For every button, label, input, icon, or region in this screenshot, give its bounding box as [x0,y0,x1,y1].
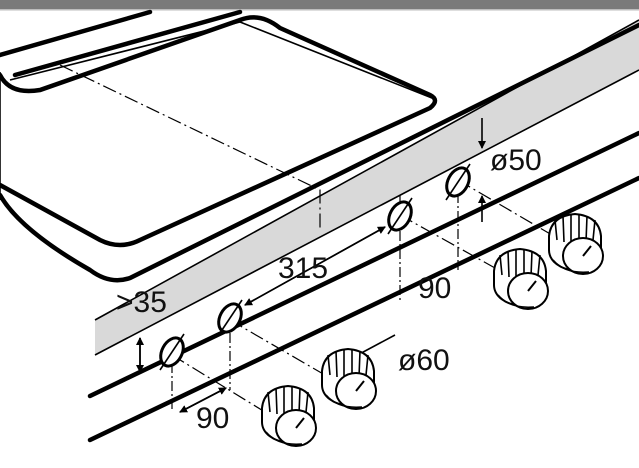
control-knob-icon [493,248,549,310]
mounting-hole-icon [217,299,243,337]
worktop-edge-lower [87,175,639,443]
panel-lower-edge [94,69,639,356]
label-spacing-right: 90 [418,272,451,305]
control-knob-icon [261,385,317,447]
leader-hole3-knob [399,214,496,269]
mounting-hole-icon [445,163,471,201]
top-frame-bar [0,0,639,9]
mounting-hole-icon [159,333,185,371]
leader-hole4-knob [457,179,553,236]
label-diameter-large: ø60 [398,344,450,377]
label-min-distance: >35 [116,286,167,319]
dimension-arrow-icon [244,226,386,306]
mounting-hole-icon [387,197,413,235]
centerline-hob [59,64,321,230]
front-panel-fill [95,20,639,355]
top-frame-shadow [0,9,639,11]
cooktop-inner-edge [12,9,243,78]
label-width: 315 [278,252,328,285]
label-diameter-small: ø50 [490,144,542,177]
leader-hole2-knob [229,319,326,376]
control-knob-icon [548,213,604,275]
cooktop-front-edge [0,22,639,283]
hob-recess-outer [0,15,438,248]
dimension-arrow-icon [179,387,227,413]
leader-hole1-knob [171,354,266,413]
cooktop-top-edge [0,9,153,58]
hob-recess-inner [9,21,433,99]
control-knob-icon [321,348,377,410]
label-spacing-left: 90 [196,402,229,435]
